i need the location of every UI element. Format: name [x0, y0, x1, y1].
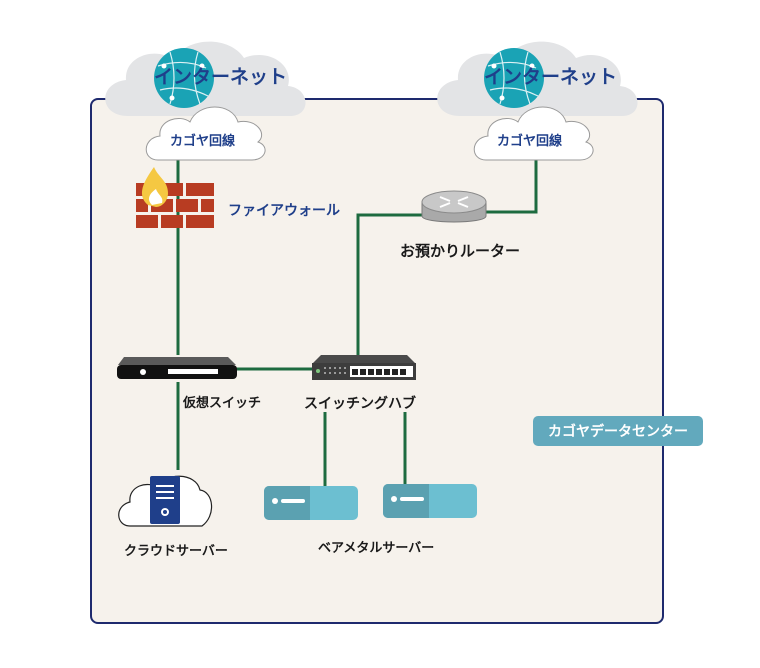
cloud-server-icon	[118, 475, 213, 527]
internet-cloud-left-icon	[105, 41, 306, 117]
bare-metal-server-2-icon	[383, 484, 477, 518]
switching-hub-label: スイッチングハブ	[304, 396, 416, 412]
kagoya-line-label-right: カゴヤ回線	[497, 134, 563, 149]
cloud-server-label: クラウドサーバー	[124, 544, 228, 559]
internet-cloud-right-icon	[437, 41, 638, 117]
bare-metal-server-label: ベアメタルサーバー	[318, 541, 435, 556]
router-label: お預かりルーター	[400, 242, 521, 260]
kagoya-line-cloud-right-icon	[473, 106, 594, 161]
kagoya-line-label-left: カゴヤ回線	[170, 134, 236, 149]
internet-label-left: インターネット	[154, 66, 288, 88]
firewall-label: ファイアウォール	[228, 203, 340, 219]
line-router-to-kagoya	[486, 155, 538, 214]
line-router-to-hub	[356, 213, 424, 355]
router-icon	[421, 190, 487, 223]
virtual-switch-icon	[117, 357, 237, 379]
firewall-icon	[136, 167, 214, 228]
switching-hub-icon	[312, 355, 416, 380]
virtual-switch-label: 仮想スイッチ	[183, 396, 262, 411]
kagoya-line-cloud-left-icon	[145, 106, 266, 161]
internet-label-right: インターネット	[484, 66, 618, 88]
bare-metal-server-1-icon	[264, 486, 358, 520]
datacenter-badge: カゴヤデータセンター	[533, 416, 703, 446]
